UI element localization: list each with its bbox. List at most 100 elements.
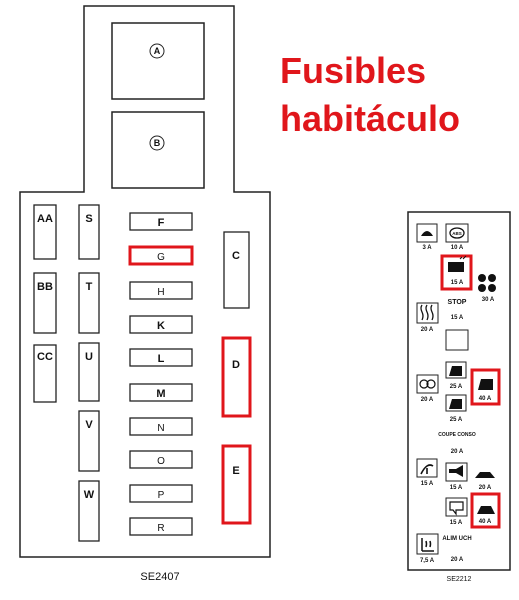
fuse-7-5a-rating: 7,5 A: [420, 558, 435, 564]
horn-icon: [449, 465, 463, 477]
fuse-p-label: P: [158, 490, 165, 501]
fuse-w-label: W: [84, 489, 95, 501]
fuse-10a-abs: ABS 10 A: [445, 223, 469, 251]
relay-a: A: [111, 22, 205, 100]
window-rear-icon: [449, 399, 462, 409]
fuse-25a-1-rating: 25 A: [450, 384, 463, 390]
fuse-40a-2-rating: 40 A: [479, 519, 492, 525]
fuse-u: U: [78, 342, 100, 402]
mirror-icon: [449, 501, 464, 516]
fuse-o-label: O: [157, 456, 165, 467]
fuse-20a-alim-rating: 20 A: [451, 557, 464, 563]
abs-text: ABS: [452, 231, 462, 236]
fuse-cc: CC: [33, 344, 57, 403]
fuse-s-label: S: [85, 213, 92, 225]
fuse-cc-label: CC: [37, 351, 53, 363]
fuse-r: R: [129, 517, 193, 536]
fuse-30a-fan: 30 A: [478, 274, 496, 303]
fuse-g: G: [128, 245, 194, 266]
fuse-20a-defrost: 20 A: [416, 302, 439, 333]
fuse-k-label: K: [157, 320, 165, 332]
relay-b-label: B: [154, 138, 161, 148]
radio-icon: [448, 262, 464, 272]
fuse-15a-mirror: 15 A: [445, 497, 468, 526]
relay-a-label: A: [154, 46, 161, 56]
fuse-g-label: G: [157, 252, 165, 263]
fuse-15a-wiper-rating: 15 A: [421, 481, 434, 487]
fuse-s: S: [78, 204, 100, 260]
fuse-f: F: [129, 212, 193, 231]
fuse-w: W: [78, 480, 100, 542]
fuse-7-5a-seat: 7,5 A: [416, 533, 439, 564]
title-line-2: habitáculo: [280, 98, 460, 139]
left-fuse-box: [19, 5, 271, 558]
fuse-20a-fog: 20 A: [416, 374, 439, 403]
fuse-20a-car: 20 A: [475, 472, 495, 491]
interior-light-icon: [421, 231, 433, 236]
fuse-f-label: F: [158, 217, 165, 229]
fuse-u-label: U: [85, 351, 93, 363]
fuse-n-label: N: [157, 423, 164, 434]
fuse-l: L: [129, 348, 193, 367]
fuse-15a-horn: 15 A: [445, 462, 468, 491]
fuse-25a-window-rear: 25 A: [445, 394, 467, 423]
fuse-25a-2-rating: 25 A: [450, 417, 463, 423]
fuse-aa-label: AA: [37, 213, 53, 225]
abs-icon: [449, 227, 465, 239]
fuse-o: O: [129, 450, 193, 469]
car-rear-icon: [477, 506, 495, 514]
fuse-t: T: [78, 272, 100, 334]
stop-text: STOP: [448, 299, 467, 306]
fuse-c-label: C: [232, 250, 240, 262]
left-box-outline: [19, 5, 271, 558]
fuse-40a-car: 40 A: [470, 492, 501, 529]
right-box-outline: [407, 211, 511, 571]
fuse-p: P: [129, 484, 193, 503]
fuse-20a-coupe: COUPE CONSO 20 A: [438, 432, 476, 455]
fuse-v: V: [78, 410, 100, 472]
window-left-icon: [449, 366, 462, 376]
title-line-1: Fusibles: [280, 50, 426, 91]
car-icon: [475, 472, 495, 478]
fuse-bb-label: BB: [37, 281, 53, 293]
fuse-k: K: [129, 315, 193, 334]
fuse-25a-window-left: 25 A: [445, 361, 467, 390]
fuse-m-label: M: [156, 388, 165, 400]
fuse-m: M: [129, 383, 193, 402]
fuse-15a-stop: STOP 15 A: [448, 299, 467, 321]
fuse-15a-stop-rating: 15 A: [451, 315, 464, 321]
wiper-icon: [420, 464, 434, 475]
fog-light-icon: [419, 379, 436, 389]
fuse-20a-defrost-rating: 20 A: [421, 327, 434, 333]
fuse-15a-radio: 15 A: [440, 254, 473, 291]
left-diagram-code: SE2407: [140, 571, 179, 583]
fuse-v-label: V: [85, 419, 93, 431]
rear-defrost-icon: [420, 304, 434, 321]
fuse-30a-rating: 30 A: [482, 297, 495, 303]
fuse-20a-coupe-rating: 20 A: [451, 449, 464, 455]
fuse-15a-horn-rating: 15 A: [450, 485, 463, 491]
fuse-15a-radio-rating: 15 A: [451, 280, 464, 286]
empty-slot: [445, 329, 469, 351]
window-right-icon: [478, 379, 493, 390]
fuse-h: H: [129, 281, 193, 300]
fuse-bb: BB: [33, 272, 57, 334]
fuse-20a-car-rating: 20 A: [479, 485, 492, 491]
fuse-40a-window: 40 A: [470, 368, 501, 406]
fuse-e: E: [221, 444, 252, 525]
relay-b: B: [111, 111, 205, 189]
fuse-15a-mirror-rating: 15 A: [450, 520, 463, 526]
fuse-15a-wiper: 15 A: [416, 458, 438, 487]
fuse-3a-rating: 3 A: [422, 245, 432, 251]
fuse-t-label: T: [86, 281, 93, 293]
fuse-aa: AA: [33, 204, 57, 260]
coupe-conso-text: COUPE CONSO: [438, 432, 476, 438]
right-diagram-code: SE2212: [447, 576, 472, 583]
fuse-10a-rating: 10 A: [451, 245, 464, 251]
heated-seat-icon: [421, 538, 434, 552]
fan-icon: [478, 274, 496, 292]
fuse-c: C: [223, 231, 250, 309]
fuse-h-label: H: [157, 287, 164, 298]
fuse-e-label: E: [232, 465, 239, 477]
fuse-l-label: L: [158, 353, 165, 365]
